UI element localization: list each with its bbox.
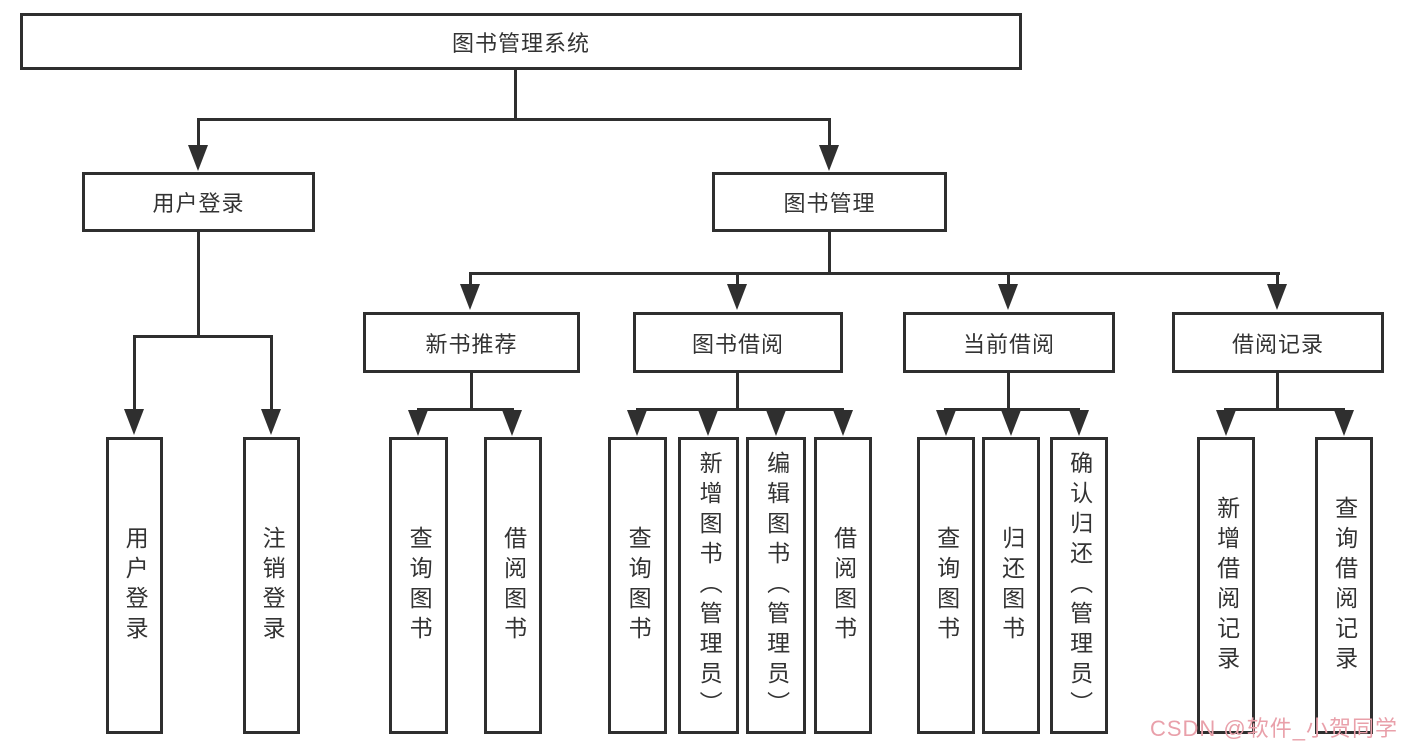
leaf-cb-confirm-return-admin: 确认归还（管理员） [1050,437,1108,734]
node-book-borrow-label: 图书借阅 [691,331,784,357]
arrow-down-icon [936,410,956,436]
node-borrow-records-label: 借阅记录 [1231,331,1324,357]
leaf-cb-confirm-return-admin-label: 确认归还（管理员） [1066,450,1093,721]
arrow-down-icon [261,409,281,435]
connector-br-hline [1225,408,1345,411]
node-user-login: 用户登录 [82,172,315,232]
leaf-nbr-query-books: 查询图书 [389,437,448,734]
leaf-cb-query-books-label: 查询图书 [933,525,960,646]
node-root: 图书管理系统 [20,13,1022,70]
leaf-bb-query-books-label: 查询图书 [625,525,652,646]
arrow-down-icon [188,145,208,171]
arrow-down-icon [627,410,647,436]
leaf-br-add-record: 新增借阅记录 [1197,437,1255,734]
leaf-cb-query-books: 查询图书 [917,437,975,734]
node-root-label: 图书管理系统 [451,30,590,56]
connector-l3-stem [1007,272,1010,284]
arrow-down-icon [727,284,747,310]
arrow-down-icon [1069,410,1089,436]
node-user-login-label: 用户登录 [152,191,245,216]
node-borrow-records: 借阅记录 [1172,312,1384,373]
arrow-down-icon [408,410,428,436]
arrow-down-icon [1001,410,1021,436]
connector-br-stem [1276,373,1279,408]
arrow-down-icon [1334,410,1354,436]
leaf-bb-add-books-admin: 新增图书（管理员） [678,437,739,734]
node-new-book-recommend-label: 新书推荐 [425,331,518,357]
connector-l3-stem [1276,272,1279,284]
node-new-book-recommend: 新书推荐 [363,312,580,373]
leaf-br-query-record-label: 查询借阅记录 [1331,495,1358,676]
connector-nbr-hline [417,408,514,411]
leaf-bb-edit-books-admin-label: 编辑图书（管理员） [763,450,790,721]
arrow-down-icon [124,409,144,435]
leaf-user-login: 用户登录 [106,437,163,734]
arrow-down-icon [766,410,786,436]
leaf-br-add-record-label: 新增借阅记录 [1213,495,1240,676]
node-book-management: 图书管理 [712,172,947,232]
leaf-nbr-borrow-books: 借阅图书 [484,437,542,734]
node-book-borrow: 图书借阅 [633,312,843,373]
arrow-down-icon [460,284,480,310]
leaf-bb-edit-books-admin: 编辑图书（管理员） [746,437,806,734]
leaf-logout-login-label: 注销登录 [259,525,286,646]
leaf-nbr-query-books-label: 查询图书 [406,525,433,646]
connector-userlogin-hline [133,335,273,338]
arrow-down-icon [698,410,718,436]
arrow-down-icon [1216,410,1236,436]
connector-cb-hline [945,408,1080,411]
connector-nbr-stem [470,373,473,408]
connector-l1-stem-right [828,118,831,146]
connector-userlogin-child-stem [133,335,136,409]
arrow-down-icon [819,145,839,171]
connector-bookmgmt-hline [470,272,1280,275]
connector-l3-stem [469,272,472,284]
leaf-bb-add-books-admin-label: 新增图书（管理员） [696,450,723,721]
connector-bb-hline [636,408,844,411]
connector-l3-stem [736,272,739,284]
connector-l1-hline [197,118,831,121]
leaf-logout-login: 注销登录 [243,437,300,734]
node-book-management-label: 图书管理 [783,191,876,216]
leaf-bb-borrow-books-label: 借阅图书 [830,525,857,646]
arrow-down-icon [1267,284,1287,310]
leaf-bb-borrow-books: 借阅图书 [814,437,872,734]
connector-userlogin-child-stem [270,335,273,409]
connector-root-stem [514,70,517,118]
connector-bookmgmt-stem [828,232,831,272]
leaf-user-login-label: 用户登录 [122,525,149,646]
leaf-bb-query-books: 查询图书 [608,437,667,734]
leaf-nbr-borrow-books-label: 借阅图书 [500,525,527,646]
node-current-borrow: 当前借阅 [903,312,1115,373]
connector-l1-stem-left [197,118,200,146]
arrow-down-icon [833,410,853,436]
arrow-down-icon [998,284,1018,310]
node-current-borrow-label: 当前借阅 [962,331,1055,357]
connector-cb-stem [1007,373,1010,408]
csdn-watermark: CSDN @软件_小贺同学 [1149,716,1398,741]
connector-bb-stem [736,373,739,408]
leaf-br-query-record: 查询借阅记录 [1315,437,1373,734]
leaf-cb-return-books-label: 归还图书 [998,525,1025,646]
leaf-cb-return-books: 归还图书 [982,437,1040,734]
arrow-down-icon [502,410,522,436]
connector-userlogin-stem [197,232,200,335]
